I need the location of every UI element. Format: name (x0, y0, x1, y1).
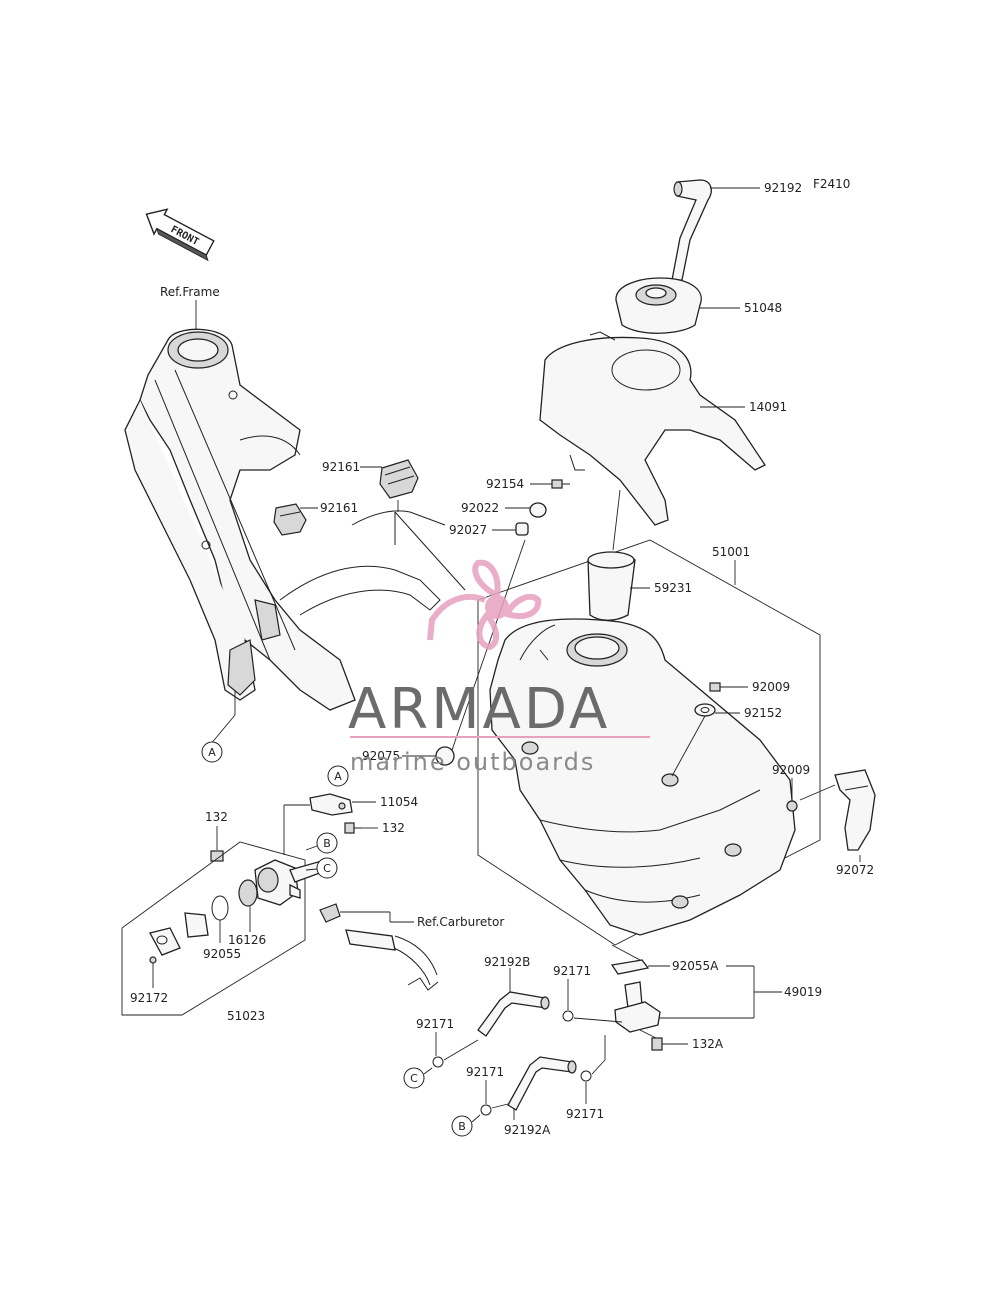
svg-text:92172: 92172 (130, 991, 168, 1005)
svg-text:132A: 132A (692, 1037, 724, 1051)
callout-c-hose: C (403, 1067, 425, 1089)
svg-text:132: 132 (205, 810, 228, 824)
callout-b-valve: B (316, 832, 338, 854)
svg-text:92027: 92027 (449, 523, 487, 537)
bolt-132-mid: 132 (344, 821, 405, 835)
fuel-filter-59231: 59231 (587, 489, 692, 641)
callout-a-bracket: A (327, 765, 349, 787)
svg-text:B: B (323, 837, 331, 850)
svg-text:C: C (410, 1072, 418, 1085)
carburetor-hose: Ref.Carburetor (319, 903, 504, 991)
clamp-92171-b: 92171 C (403, 1017, 479, 1089)
bolt-92009-top: 92009 (709, 680, 790, 694)
tank-assembly-bracket: 51001 (477, 539, 821, 946)
strap-92072: 92072 (799, 769, 876, 877)
svg-text:92152: 92152 (744, 706, 782, 720)
svg-text:92154: 92154 (486, 477, 524, 491)
svg-text:92192A: 92192A (504, 1123, 551, 1137)
bumper-92161-left: 92161 (273, 501, 466, 591)
svg-text:92171: 92171 (553, 964, 591, 978)
bumper-92161-top: 92161 (322, 459, 446, 526)
svg-text:92192: 92192 (764, 181, 802, 195)
svg-text:49019: 49019 (784, 985, 822, 999)
fuel-cap-51048: 51048 (615, 277, 782, 334)
svg-text:A: A (334, 770, 342, 783)
front-arrow-icon: FRONT (145, 208, 215, 262)
callout-b-hose: B (451, 1115, 473, 1137)
hose-92192A: 92192A (504, 1056, 577, 1137)
clamp-92171-d: 92171 (566, 1035, 606, 1121)
vent-hose-92192: 92192 (671, 179, 802, 281)
clamp-92171-a: 92171 (553, 964, 623, 1023)
svg-text:16126: 16126 (228, 933, 266, 947)
bolt-92154: 92154 (486, 477, 570, 491)
hose-92192B: 92192B (477, 955, 550, 1037)
svg-text:14091: 14091 (749, 400, 787, 414)
ref-carburetor-label: Ref.Carburetor (417, 915, 504, 929)
svg-text:92161: 92161 (320, 501, 358, 515)
svg-text:92161: 92161 (322, 460, 360, 474)
propeller-logo-icon (427, 559, 542, 651)
svg-text:92009: 92009 (752, 680, 790, 694)
fuel-tank-51001 (489, 618, 796, 936)
damper-92027: 92027 (449, 522, 529, 537)
fuel-valve-51023: B C 16126 92055 92172 51023 (121, 832, 338, 1023)
svg-text:92055: 92055 (203, 947, 241, 961)
clamp-92171-c: 92171 B (451, 1065, 509, 1137)
bolt-132-top: 132 (205, 810, 228, 862)
tank-cover-14091: 14091 (539, 331, 787, 526)
frame-drawing (124, 328, 441, 746)
svg-text:92171: 92171 (416, 1017, 454, 1031)
bracket-11054: A 11054 (283, 765, 418, 855)
svg-text:51023: 51023 (227, 1009, 265, 1023)
svg-text:51001: 51001 (712, 545, 750, 559)
svg-text:92192B: 92192B (484, 955, 530, 969)
washer-92152: 92152 (671, 703, 782, 777)
ref-frame-label: Ref.Frame (160, 285, 220, 299)
svg-text:92022: 92022 (461, 501, 499, 515)
svg-text:92171: 92171 (466, 1065, 504, 1079)
watermark: ARMADA marine outboards (348, 559, 650, 776)
svg-text:92009: 92009 (772, 763, 810, 777)
svg-text:B: B (458, 1120, 466, 1133)
svg-text:51048: 51048 (744, 301, 782, 315)
callout-a-frame: A (201, 741, 223, 763)
callout-c-valve: C (316, 857, 338, 879)
svg-text:92055A: 92055A (672, 959, 719, 973)
watermark-tagline: marine outboards (350, 748, 595, 776)
svg-text:C: C (323, 862, 331, 875)
collar-92022: 92022 (461, 501, 547, 518)
svg-text:11054: 11054 (380, 795, 418, 809)
svg-text:A: A (208, 746, 216, 759)
svg-text:92075: 92075 (362, 749, 400, 763)
svg-text:92171: 92171 (566, 1107, 604, 1121)
svg-text:132: 132 (382, 821, 405, 835)
bolt-92009-right: 92009 (772, 763, 810, 812)
fuel-valve-49019: 92055A 49019 132A (610, 944, 822, 1051)
svg-text:92072: 92072 (836, 863, 874, 877)
watermark-brand: ARMADA (348, 677, 610, 742)
figure-code: F2410 (813, 177, 850, 191)
svg-text:59231: 59231 (654, 581, 692, 595)
